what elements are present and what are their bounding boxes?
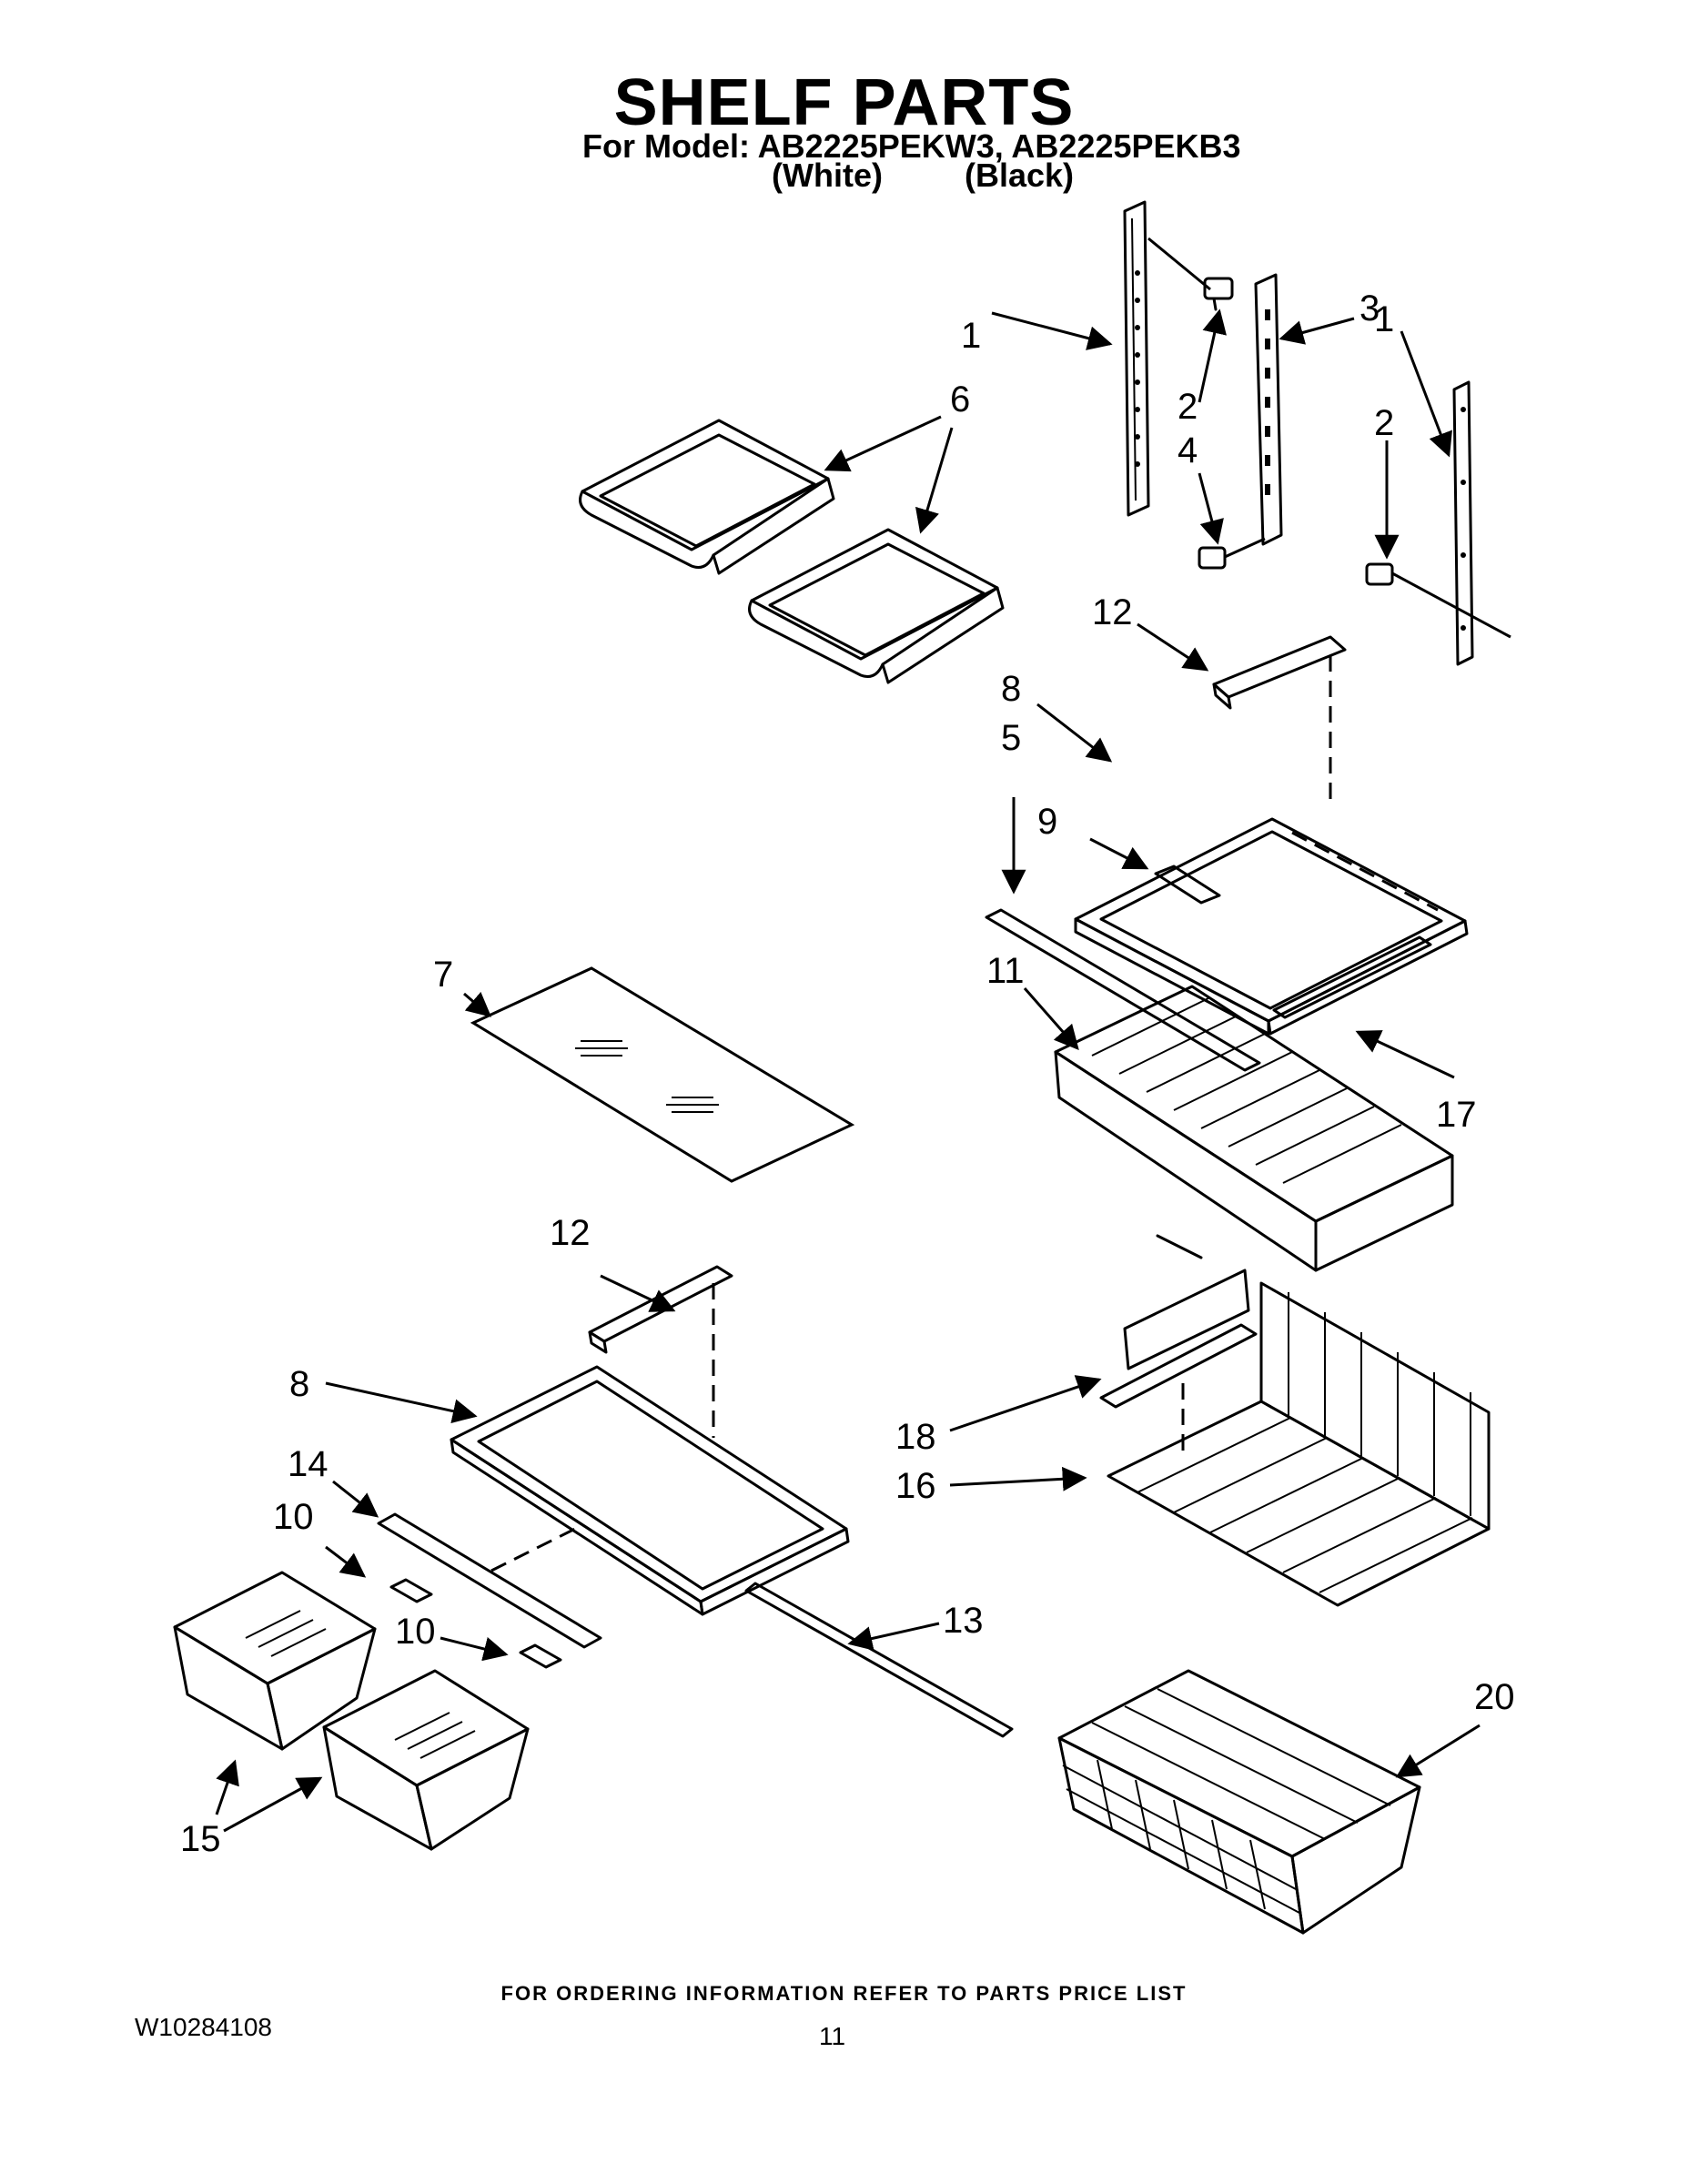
part-shelf-frame-upper (1074, 817, 1469, 1036)
callout-15: 15 (180, 1819, 221, 1859)
part-shelf-rail-upper (1212, 635, 1347, 801)
callout-14: 14 (288, 1444, 329, 1484)
part-shelf-rail-lower (588, 1265, 733, 1438)
callout-8: 8 (1001, 669, 1021, 709)
part-basket-divider (1099, 1234, 1258, 1456)
part-shelf-trim-upper (985, 908, 1261, 1072)
document-number: W10284108 (135, 2013, 273, 2041)
callout-10-upper: 10 (273, 1497, 314, 1537)
callout-18: 18 (895, 1417, 936, 1457)
part-shelf-clip (1154, 864, 1221, 905)
part-freezer-basket (1057, 1669, 1421, 1935)
callout-12: 12 (1092, 592, 1133, 632)
part-shelf-ladder-middle (1254, 273, 1283, 546)
part-screw-top (1147, 237, 1234, 311)
part-trim-clip-upper (389, 1578, 433, 1603)
part-crisper-bin-left (173, 1571, 377, 1751)
part-shelf-ladder-left (1123, 200, 1150, 517)
callout-20: 20 (1474, 1677, 1515, 1717)
variant-black: (Black) (965, 157, 1075, 194)
part-shelf-ladder-right (1452, 380, 1474, 666)
part-trim-clip-lower (519, 1643, 562, 1669)
part-deli-pan (1054, 985, 1454, 1272)
callout-2-right: 2 (1374, 403, 1394, 443)
callout-11: 11 (986, 951, 1025, 991)
part-crisper-bin-right (322, 1669, 530, 1851)
part-shelf-frame-lower (450, 1365, 850, 1616)
callout-1-right: 1 (1374, 299, 1394, 339)
part-glass-shelf (470, 966, 855, 1183)
callout-8-lower: 8 (289, 1364, 309, 1404)
callout-3: 3 (1359, 288, 1380, 329)
callout-labels: 1 6 2 4 3 1 2 12 8 5 9 7 11 17 12 8 14 1… (180, 288, 1515, 1859)
ordering-note: FOR ORDERING INFORMATION REFER TO PARTS … (500, 1982, 1188, 2005)
model-line: For Model: AB2225PEKW3, AB2225PEKB3 (582, 127, 1241, 165)
callout-2: 2 (1178, 387, 1198, 427)
callout-6: 6 (950, 379, 970, 420)
variant-white: (White) (772, 157, 883, 194)
callout-1: 1 (961, 316, 981, 356)
callout-9: 9 (1037, 802, 1057, 842)
part-shelf-trim-lower (377, 1512, 602, 1649)
part-shelf-rod (744, 1582, 1014, 1738)
part-door-shelf-upper (579, 419, 835, 575)
part-screw-right (1365, 562, 1511, 639)
callout-leaders (215, 308, 1481, 1833)
callout-10-lower: 10 (395, 1612, 436, 1652)
part-wire-basket (1107, 1281, 1491, 1607)
callout-17: 17 (1436, 1095, 1477, 1135)
page-title: SHELF PARTS (613, 66, 1075, 139)
part-shelf-support (1272, 935, 1432, 1019)
callout-16: 16 (895, 1466, 936, 1506)
callout-7: 7 (433, 955, 453, 995)
callout-4: 4 (1178, 430, 1198, 470)
callout-12-lower: 12 (550, 1213, 591, 1253)
page-number: 11 (819, 2022, 846, 2050)
part-screw-middle (1198, 537, 1266, 570)
callout-5: 5 (1001, 718, 1021, 758)
part-door-shelf-lower (748, 528, 1005, 684)
callout-13: 13 (943, 1601, 984, 1641)
